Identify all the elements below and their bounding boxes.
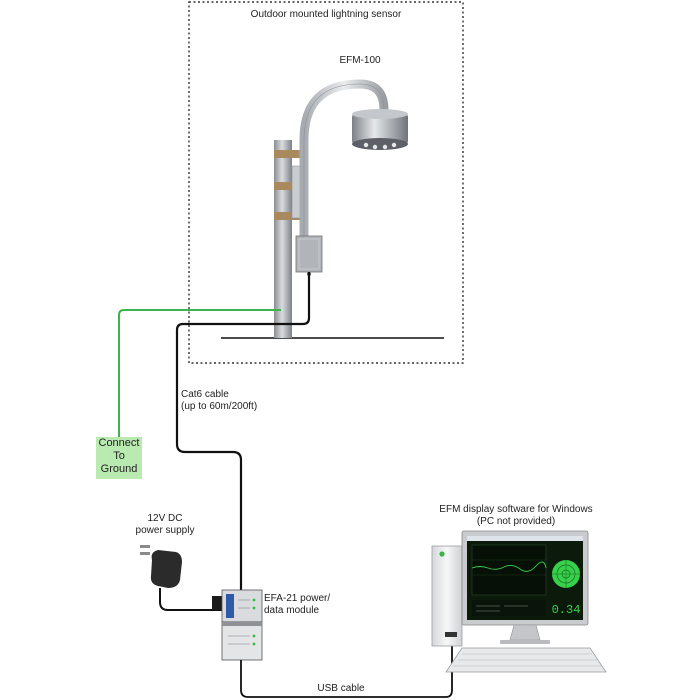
module-label-line2: data module (264, 605, 320, 616)
cable-label-line2: (up to 60m/200ft) (181, 401, 258, 412)
psu-label-line1: 12V DC (147, 513, 183, 524)
sensor-name-label: EFM-100 (339, 55, 381, 66)
module-label-line1: EFA-21 power/ (264, 593, 331, 604)
efm-100-sensor-head (352, 109, 408, 150)
monitor-stand (509, 624, 541, 641)
keyboard (445, 647, 607, 673)
ground-label-line2: To (113, 450, 125, 462)
connect-to-ground-box: Connect To Ground (96, 437, 142, 479)
psu-label-line2: power supply (135, 525, 195, 536)
software-label-line2: (PC not provided) (476, 516, 556, 527)
efa-21-module (212, 589, 263, 661)
ground-wire (118, 309, 281, 437)
junction-box (295, 235, 323, 273)
cable-label: Cat6 cable (up to 60m/200ft) (181, 389, 291, 413)
cat6-cable (175, 272, 311, 590)
enclosure-title: Outdoor mounted lightning sensor (250, 9, 402, 20)
cable-label-line1: Cat6 cable (181, 389, 229, 400)
enclosure-border (188, 1, 464, 364)
monitor: 0.34 (461, 530, 589, 626)
usb-cable (240, 637, 453, 698)
module-label: EFA-21 power/ data module (264, 593, 354, 617)
pc-tower (431, 545, 463, 647)
psu-label: 12V DC power supply (118, 513, 212, 537)
software-label-line1: EFM display software for Windows (439, 504, 593, 515)
software-label: EFM display software for Windows (PC not… (418, 504, 614, 528)
ground-label-line3: Ground (100, 463, 138, 475)
software-readout: 0.34 (552, 603, 581, 617)
ground-label-line1: Connect (98, 437, 140, 449)
sensor-arm (299, 79, 389, 243)
mounting-pole (274, 140, 302, 338)
usb-cable-label: USB cable (317, 683, 365, 694)
power-supply-adapter (140, 545, 222, 611)
